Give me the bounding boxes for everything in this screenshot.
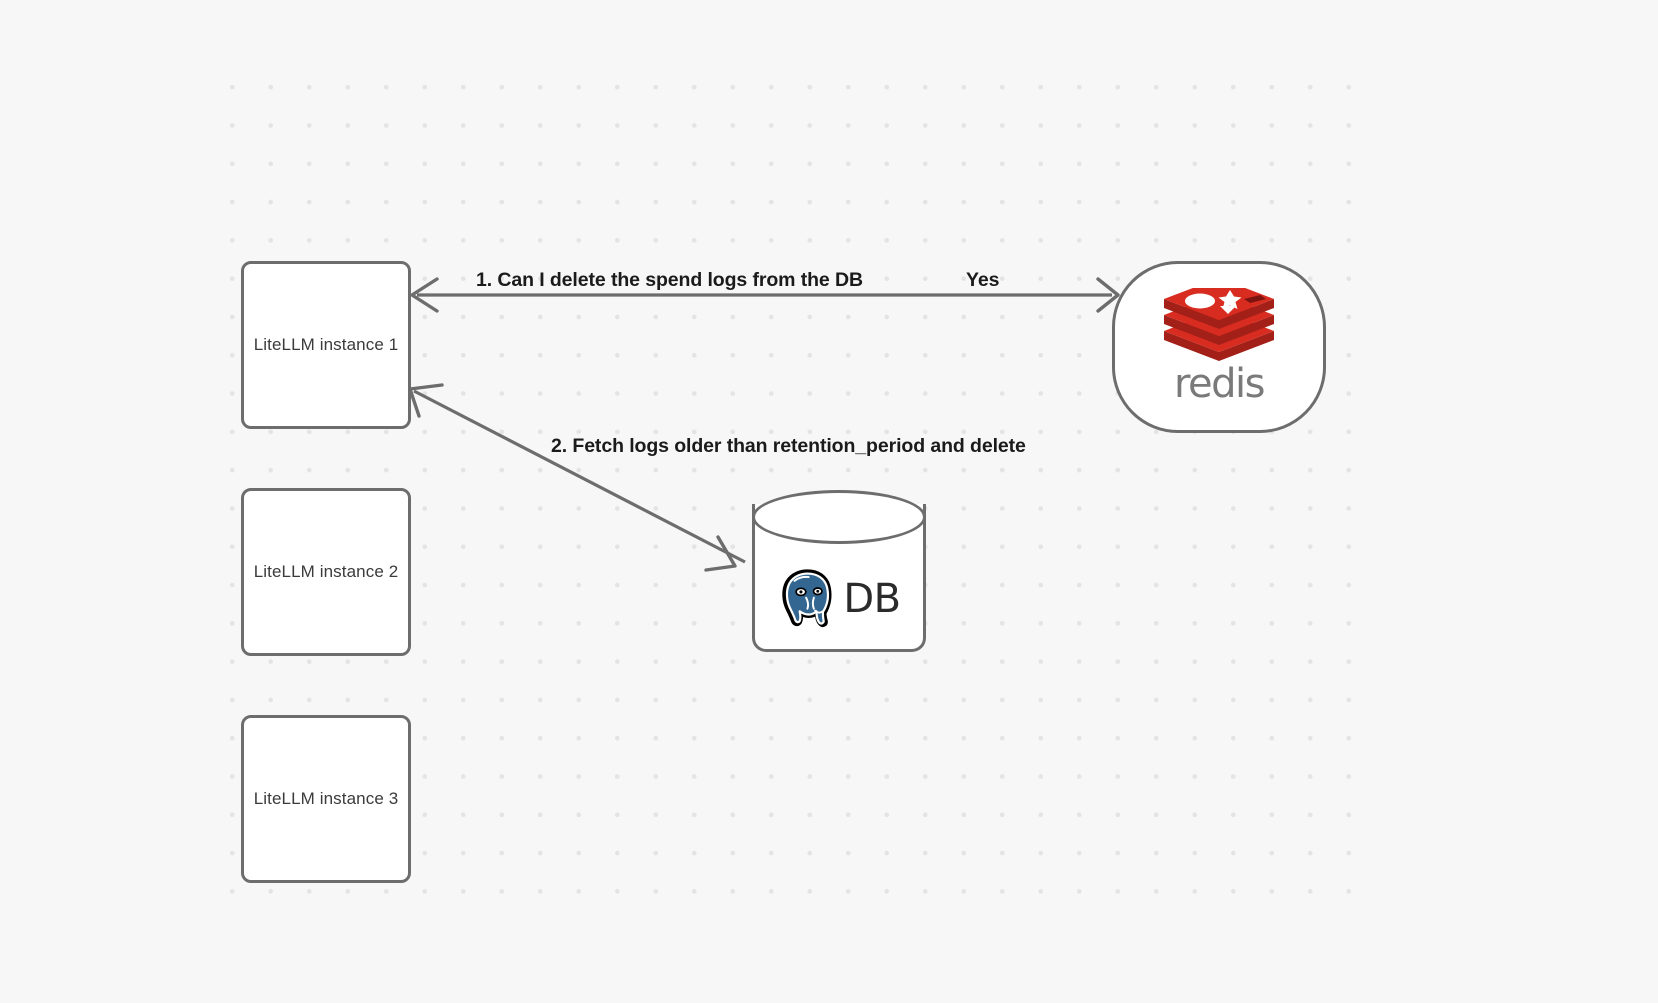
edge-label-fetch-logs-older-than-retention-period: 2. Fetch logs older than retention_perio… — [551, 435, 1026, 457]
redis-wordmark: redis — [1173, 361, 1266, 407]
arrowhead-left — [410, 277, 439, 313]
edge-label-yes: Yes — [966, 269, 1000, 291]
node-db-cylinder[interactable]: DB — [752, 490, 926, 652]
edge-label-can-i-delete-spend-logs: 1. Can I delete the spend logs from the … — [476, 269, 863, 291]
db-label: DB — [843, 576, 901, 622]
node-litellm-instance-1-label: LiteLLM instance 1 — [253, 335, 399, 354]
db-cylinder-top-ellipse — [752, 490, 926, 544]
arrowhead-upper-left — [408, 383, 444, 418]
edge-litellm1-db — [408, 383, 746, 572]
db-content-group: DB — [752, 546, 926, 652]
redis-logo-group: redis — [1160, 288, 1278, 404]
node-litellm-instance-2[interactable]: LiteLLM instance 2 — [241, 488, 411, 656]
node-litellm-instance-2-label: LiteLLM instance 2 — [253, 562, 399, 581]
redis-logo-icon — [1164, 288, 1274, 361]
node-litellm-instance-3-label: LiteLLM instance 3 — [253, 789, 399, 808]
node-litellm-instance-1[interactable]: LiteLLM instance 1 — [241, 261, 411, 429]
node-redis[interactable]: redis — [1112, 261, 1326, 433]
postgresql-elephant-icon — [782, 569, 832, 627]
node-litellm-instance-3[interactable]: LiteLLM instance 3 — [241, 715, 411, 883]
arrowhead-lower-right — [704, 535, 737, 572]
